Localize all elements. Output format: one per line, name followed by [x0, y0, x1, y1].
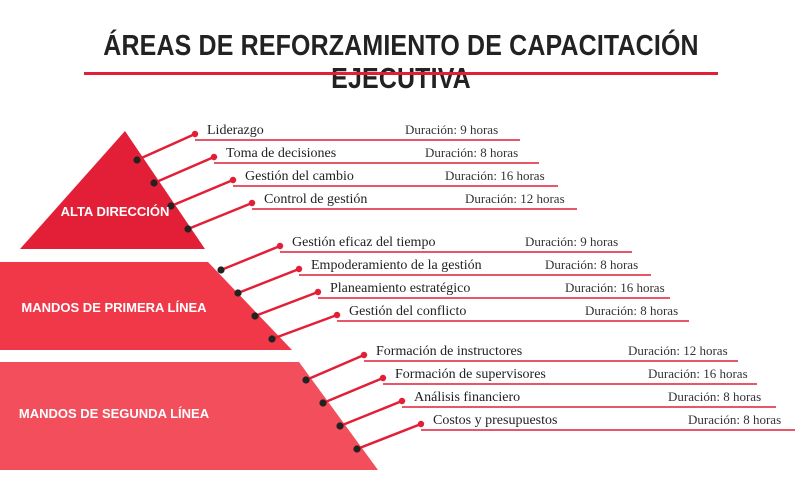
connector-line: [237, 267, 300, 295]
item-duration: Duración: 9 horas: [405, 122, 498, 137]
connector-dot: [167, 202, 175, 210]
connector-line: [136, 132, 196, 162]
item-duration: Duración: 16 horas: [565, 280, 665, 295]
item-name: Formación de supervisores: [395, 367, 546, 382]
connector-dot-end: [379, 374, 387, 382]
connector-line: [339, 399, 403, 428]
connector-dot: [268, 335, 276, 343]
connector-line: [271, 313, 338, 341]
connector-line: [322, 376, 384, 405]
connector-line: [356, 422, 422, 451]
item-name: Liderazgo: [207, 123, 264, 138]
connector-dot: [133, 156, 141, 164]
item-duration: Duración: 12 horas: [465, 191, 565, 206]
item-duration: Duración: 16 horas: [648, 366, 748, 381]
connector-line: [170, 178, 234, 208]
level-label-2: MANDOS DE PRIMERA LÍNEA: [21, 300, 207, 315]
item-name: Gestión eficaz del tiempo: [292, 235, 435, 250]
item-duration: Duración: 12 horas: [628, 343, 728, 358]
connector-line: [305, 353, 365, 382]
connector-dot-end: [210, 153, 218, 161]
item-name: Análisis financiero: [414, 390, 520, 405]
connector-dot-end: [417, 420, 425, 428]
connector-dot: [150, 179, 158, 187]
connector-dot-end: [360, 351, 368, 359]
connector-dot: [184, 225, 192, 233]
item-duration: Duración: 8 horas: [668, 389, 761, 404]
connector-dot: [319, 399, 327, 407]
connector-dot: [336, 422, 344, 430]
item-name: Gestión del conflicto: [349, 304, 466, 319]
connector-dot-end: [314, 288, 322, 296]
connector-line: [153, 155, 215, 185]
item-name: Toma de decisiones: [226, 146, 336, 161]
connector-line: [254, 290, 319, 318]
pyramid-level-2: [0, 262, 292, 350]
page-title: ÁREAS DE REFORZAMIENTO DE CAPACITACIÓN E…: [103, 30, 699, 95]
connector-dot-end: [276, 242, 284, 250]
connector-dot-end: [295, 265, 303, 273]
connector-dot: [251, 312, 259, 320]
item-duration: Duración: 9 horas: [525, 234, 618, 249]
connector-dot: [234, 289, 242, 297]
item-name: Formación de instructores: [376, 344, 522, 359]
title-underline: [84, 72, 718, 75]
item-name: Empoderamiento de la gestión: [311, 258, 482, 273]
connector-dot-end: [229, 176, 237, 184]
connector-line: [187, 201, 253, 231]
item-duration: Duración: 16 horas: [445, 168, 545, 183]
connector-dot-end: [248, 199, 256, 207]
connector-dot: [353, 445, 361, 453]
connector-dot-end: [191, 130, 199, 138]
connector-dot: [302, 376, 310, 384]
connector-line: [220, 244, 281, 272]
item-name: Gestión del cambio: [245, 169, 354, 184]
level-label-1: ALTA DIRECCIÓN: [61, 204, 170, 219]
item-name: Costos y presupuestos: [433, 413, 557, 428]
pyramid-level-3: [0, 362, 378, 470]
item-name: Planeamiento estratégico: [330, 281, 470, 296]
item-duration: Duración: 8 horas: [545, 257, 638, 272]
connector-dot: [217, 266, 225, 274]
item-duration: Duración: 8 horas: [425, 145, 518, 160]
pyramid-level-1: [20, 131, 205, 249]
item-duration: Duración: 8 horas: [585, 303, 678, 318]
level-label-3: MANDOS DE SEGUNDA LÍNEA: [19, 406, 210, 421]
item-name: Control de gestión: [264, 192, 367, 207]
connector-dot-end: [333, 311, 341, 319]
item-duration: Duración: 8 horas: [688, 412, 781, 427]
connector-dot-end: [398, 397, 406, 405]
